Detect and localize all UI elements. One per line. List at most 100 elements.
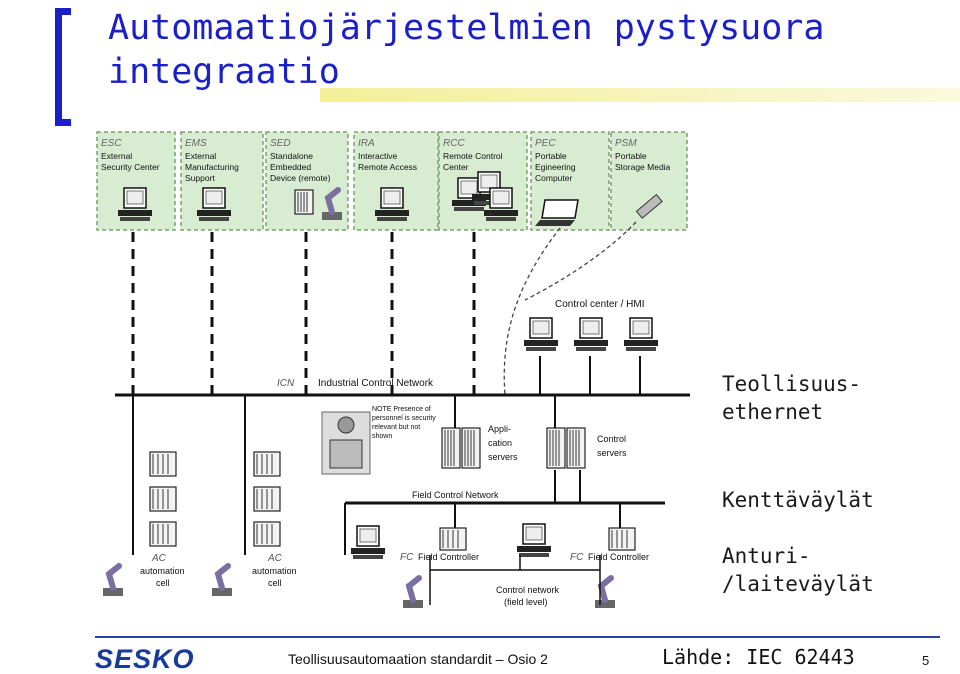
top-box-abbr: SED	[270, 138, 291, 149]
svg-text:AC: AC	[267, 553, 283, 564]
svg-text:Remote Access: Remote Access	[358, 162, 417, 172]
svg-text:External: External	[185, 151, 216, 161]
svg-text:Device (remote): Device (remote)	[270, 173, 331, 183]
svg-text:Portable: Portable	[615, 151, 647, 161]
footer-divider	[95, 636, 940, 638]
svg-text:FC: FC	[570, 552, 584, 563]
svg-text:Manufacturing: Manufacturing	[185, 162, 239, 172]
field-computer-icon	[517, 523, 551, 557]
top-box-abbr: ESC	[101, 138, 122, 149]
ac-controller-icon	[253, 521, 281, 547]
top-box-abbr: PSM	[615, 138, 637, 149]
field-level-devices	[351, 523, 636, 608]
field-robot-icon	[403, 575, 423, 608]
svg-text:Remote Control: Remote Control	[443, 151, 503, 161]
ac-controller-icon	[149, 451, 177, 477]
top-box-abbr: IRA	[358, 138, 375, 149]
field-network-label: Field Control Network	[412, 490, 499, 500]
svg-text:Embedded: Embedded	[270, 162, 311, 172]
top-box-abbr: EMS	[185, 138, 207, 149]
sesko-logo: SESKO	[95, 644, 195, 674]
svg-text:shown: shown	[372, 433, 392, 440]
svg-text:External: External	[101, 151, 132, 161]
laptop-icon	[535, 199, 579, 226]
application-server-icon	[461, 427, 481, 469]
top-box-abbr: RCC	[443, 138, 465, 149]
svg-text:Security Center: Security Center	[101, 162, 160, 172]
top-box-abbr: PEC	[535, 138, 556, 149]
application-server-icon	[441, 427, 461, 469]
ac-robot-icon	[103, 563, 123, 596]
svg-text:cation: cation	[488, 438, 512, 448]
servers	[441, 427, 586, 469]
cc-computer-icon	[524, 317, 558, 351]
svg-text:Standalone: Standalone	[270, 151, 313, 161]
svg-text:Computer: Computer	[535, 173, 572, 183]
svg-text:Interactive: Interactive	[358, 151, 397, 161]
svg-text:personnel is security: personnel is security	[372, 415, 436, 422]
control-center-label: Control center / HMI	[555, 299, 644, 310]
svg-text:Field Controller: Field Controller	[588, 552, 649, 562]
title-line-2: integraatio	[108, 52, 340, 92]
cc-computer-icon	[624, 317, 658, 351]
svg-text:servers: servers	[597, 448, 627, 458]
svg-text:Control: Control	[597, 434, 626, 444]
ira-computer-icon	[375, 187, 409, 221]
svg-text:relevant but not: relevant but not	[372, 424, 420, 431]
footer-text: Teollisuusautomaation standardit – Osio …	[288, 651, 548, 667]
ac-controller-icon	[149, 486, 177, 512]
svg-text:cell: cell	[268, 578, 282, 588]
slide-title: Automaatiojärjestelmien pystysuora integ…	[108, 6, 824, 94]
svg-text:Portable: Portable	[535, 151, 567, 161]
label-ethernet: Teollisuus- ethernet	[722, 372, 862, 424]
note-block: NOTE Presence of personnel is security r…	[321, 406, 436, 475]
rcc-computer-icon	[472, 171, 506, 205]
source-label: Lähde: IEC 62443	[662, 645, 855, 669]
svg-text:automation: automation	[140, 566, 185, 576]
esc-computer-icon	[118, 187, 152, 221]
icn-abbr: ICN	[277, 378, 295, 389]
label-sensor-bus: Anturi- /laiteväylät	[722, 544, 874, 596]
svg-text:automation: automation	[252, 566, 297, 576]
svg-text:Control network: Control network	[496, 585, 560, 595]
svg-text:AC: AC	[151, 553, 167, 564]
svg-text:Storage Media: Storage Media	[615, 162, 671, 172]
field-controller-icon	[608, 527, 636, 551]
ac-robot-icon	[212, 563, 232, 596]
svg-text:Center: Center	[443, 162, 469, 172]
sed-robot-icon	[322, 187, 342, 220]
cc-computer-icon	[574, 317, 608, 351]
svg-text:servers: servers	[488, 452, 518, 462]
svg-text:(field level): (field level)	[504, 597, 548, 607]
ems-computer-icon	[197, 187, 231, 221]
svg-text:FC: FC	[400, 552, 414, 563]
title-highlight	[320, 88, 960, 102]
svg-text:Appli-: Appli-	[488, 424, 511, 434]
automation-cell-stacks	[103, 451, 281, 596]
dashed-links	[131, 232, 476, 395]
svg-text:Egineering: Egineering	[535, 162, 576, 172]
icn-label: Industrial Control Network	[318, 378, 434, 389]
ac-controller-icon	[253, 451, 281, 477]
title-bracket	[55, 8, 71, 126]
usb-stick-icon	[635, 193, 663, 219]
field-controller-icon	[439, 527, 467, 551]
ac-controller-icon	[253, 486, 281, 512]
page-number: 5	[922, 653, 930, 668]
svg-text:NOTE Presence of: NOTE Presence of	[372, 406, 431, 413]
control-server-icon	[546, 427, 566, 469]
control-server-icon	[566, 427, 586, 469]
svg-text:cell: cell	[156, 578, 170, 588]
rcc-computer-icon	[484, 187, 518, 221]
control-center-computers	[524, 317, 658, 351]
field-robot-icon	[595, 575, 615, 608]
sed-rack-icon	[294, 189, 314, 215]
svg-text:Field Controller: Field Controller	[418, 552, 479, 562]
wireless-links	[503, 221, 637, 396]
svg-text:Support: Support	[185, 173, 215, 183]
ac-controller-icon	[149, 521, 177, 547]
